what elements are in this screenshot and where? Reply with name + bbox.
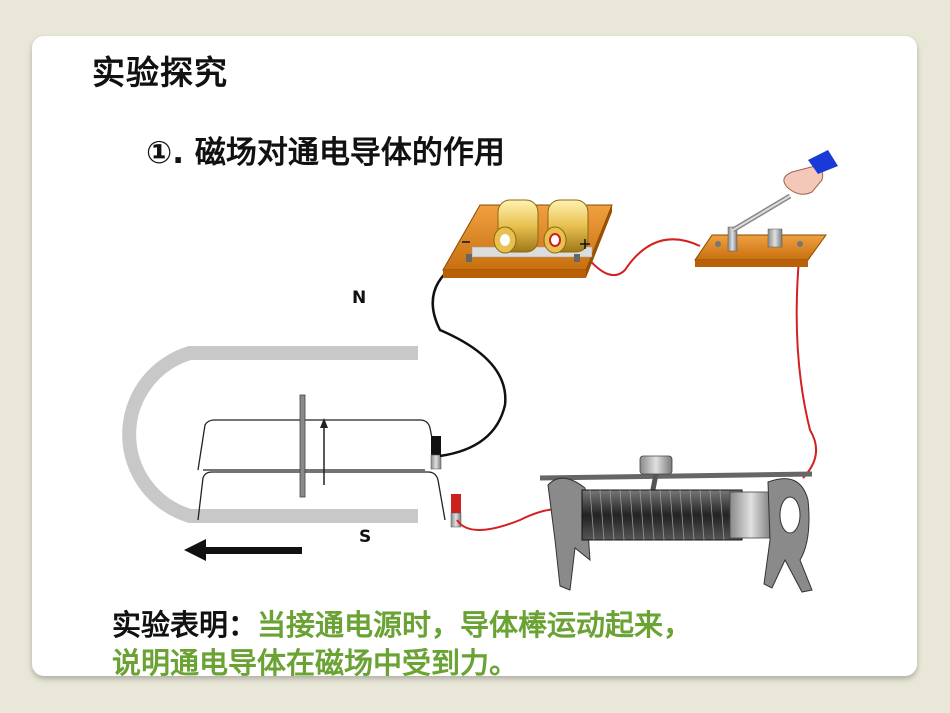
black-lead-wire — [431, 263, 507, 458]
conclusion-line-1: 当接通电源时，导体棒运动起来， — [257, 608, 693, 642]
hand-icon — [783, 150, 838, 195]
slide-subtitle: ①. 磁场对通电导体的作用 — [146, 135, 505, 171]
conductor-rod — [299, 394, 306, 498]
slide-title: 实验探究 — [92, 53, 228, 92]
horseshoe-magnet — [122, 346, 418, 523]
battery-cell-2 — [543, 199, 589, 254]
knife-switch[interactable] — [694, 193, 827, 267]
direction-arrow — [184, 539, 302, 561]
rheostat-right-stand — [763, 478, 813, 593]
terminal-black — [430, 436, 442, 470]
current-arrow — [320, 418, 328, 485]
wire-switch-rheostat — [795, 247, 818, 479]
battery-box — [442, 199, 613, 278]
rheostat[interactable] — [539, 455, 813, 593]
north-pole-label: N — [352, 288, 366, 308]
wire-battery-switch — [585, 238, 701, 277]
conclusion-text: 实验表明：当接通电源时，导体棒运动起来， 说明通电导体在磁场中受到力。 — [112, 606, 872, 682]
south-pole-label: S — [359, 527, 371, 547]
conclusion-label: 实验表明： — [112, 608, 258, 642]
terminal-red — [450, 494, 462, 528]
rails — [197, 419, 446, 521]
battery-cell-1 — [493, 199, 539, 254]
conclusion-line-2: 说明通电导体在磁场中受到力。 — [112, 646, 519, 680]
rheostat-left-stand — [547, 477, 591, 591]
